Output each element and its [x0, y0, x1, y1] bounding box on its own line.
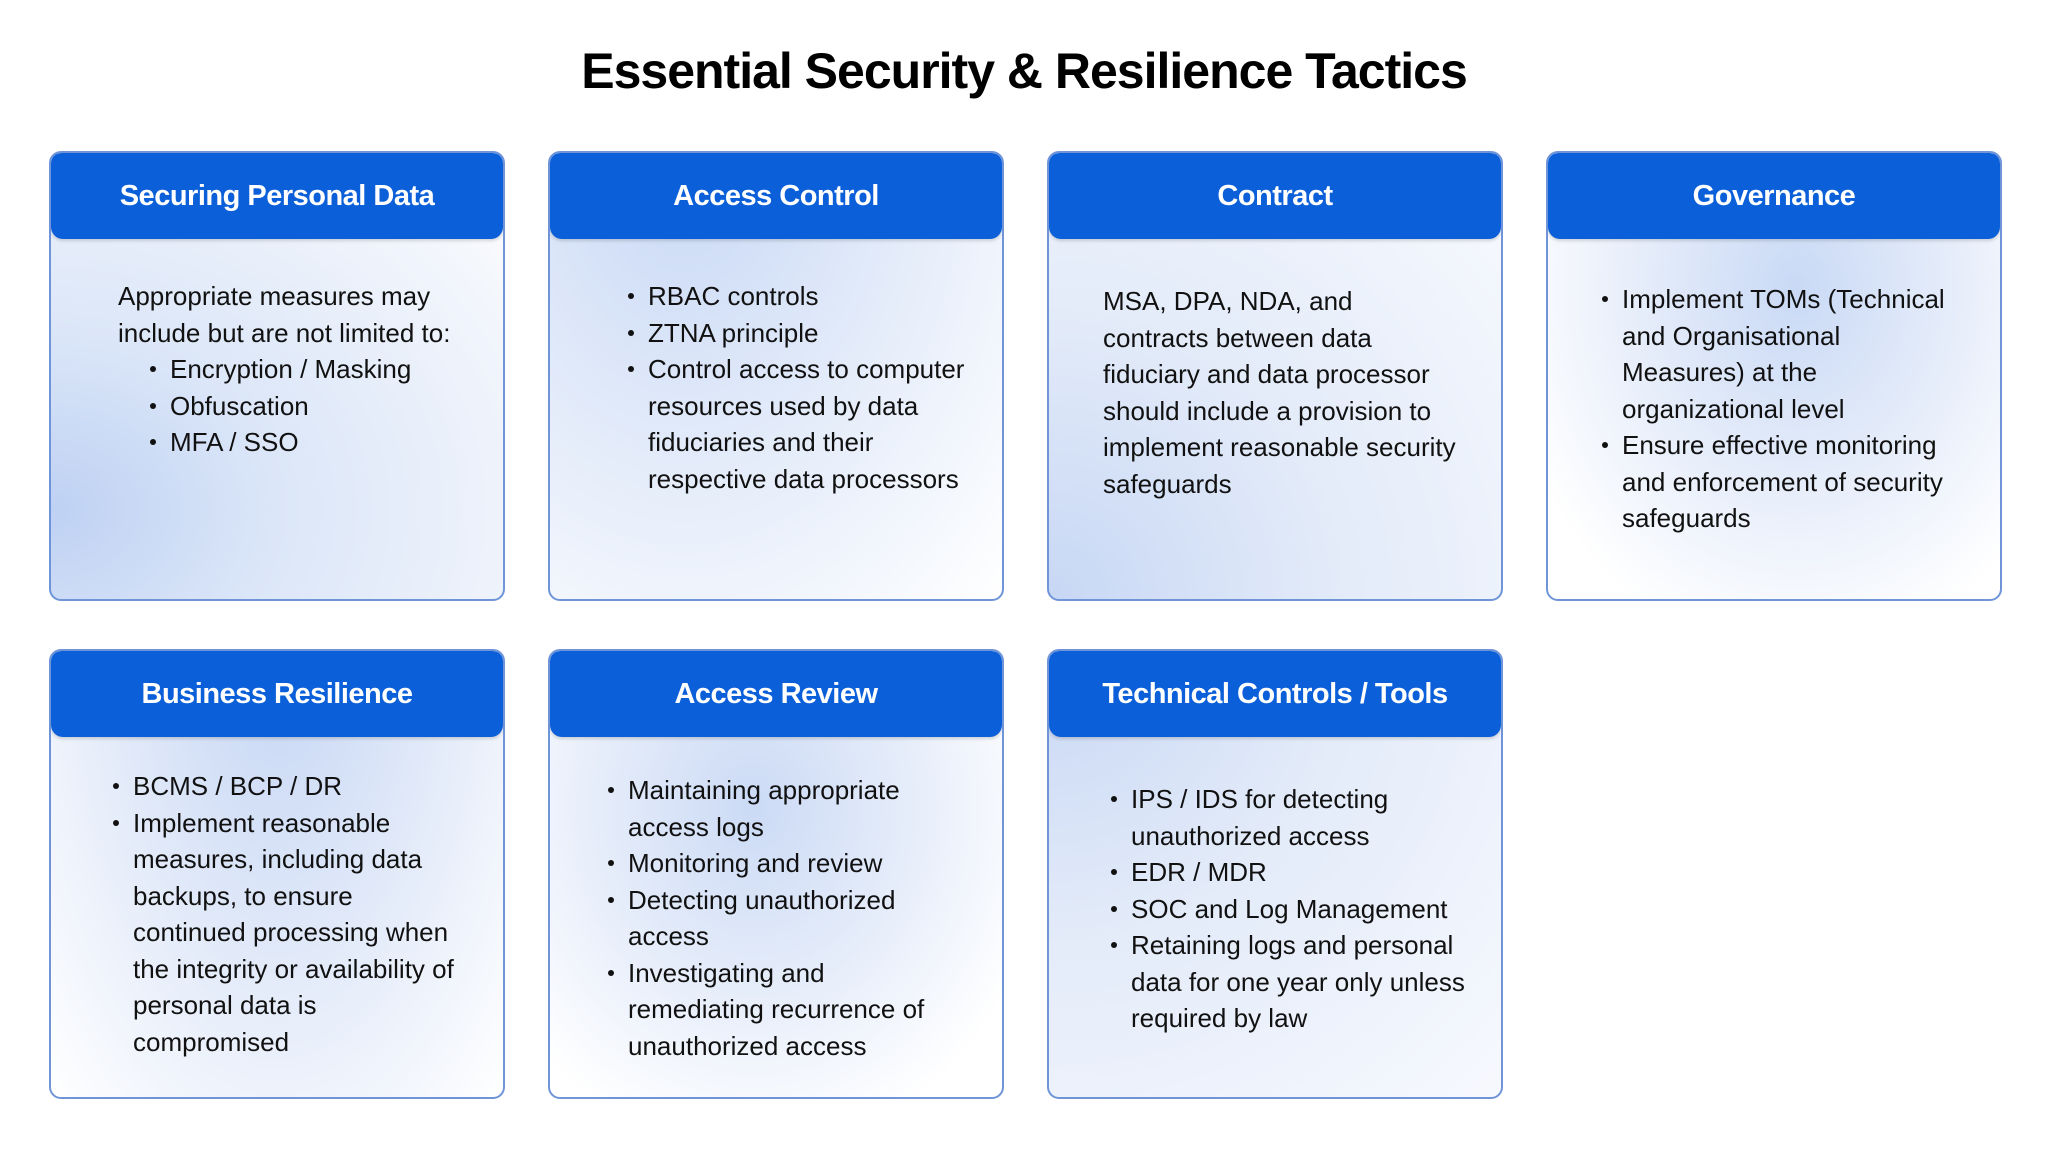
bullet-list: IPS / IDS for detecting unauthorized acc… — [1109, 781, 1469, 1037]
list-item: ZTNA principle — [628, 315, 966, 352]
card-body: Implement TOMs (Technical and Organisati… — [1600, 281, 1960, 537]
list-item: Retaining logs and personal data for one… — [1111, 927, 1469, 1037]
card-header: Access Review — [550, 651, 1002, 737]
card-access-review: Access Review Maintaining appropriate ac… — [548, 649, 1004, 1099]
bullet-list: Encryption / Masking Obfuscation MFA / S… — [118, 351, 458, 461]
card-header: Access Control — [550, 153, 1002, 239]
list-item: Detecting unauthorized access — [608, 882, 956, 955]
list-item: Obfuscation — [150, 388, 458, 425]
card-technical-controls: Technical Controls / Tools IPS / IDS for… — [1047, 649, 1503, 1099]
card-header: Contract — [1049, 153, 1501, 239]
list-item: Encryption / Masking — [150, 351, 458, 388]
card-intro: Appropriate measures may include but are… — [118, 281, 451, 348]
list-item: Implement reasonable measures, including… — [113, 805, 471, 1061]
card-governance: Governance Implement TOMs (Technical and… — [1546, 151, 2002, 601]
list-item: MFA / SSO — [150, 424, 458, 461]
card-body: MSA, DPA, NDA, and contracts between dat… — [1103, 283, 1463, 502]
list-item: Monitoring and review — [608, 845, 956, 882]
bullet-list: Implement TOMs (Technical and Organisati… — [1600, 281, 1960, 537]
bullet-list: RBAC controls ZTNA principle Control acc… — [626, 278, 966, 497]
list-item: RBAC controls — [628, 278, 966, 315]
card-header: Securing Personal Data — [51, 153, 503, 239]
list-item: Investigating and remediating recurrence… — [608, 955, 956, 1065]
page-title: Essential Security & Resilience Tactics — [581, 43, 1468, 99]
list-item: Ensure effective monitoring and enforcem… — [1602, 427, 1960, 537]
list-item: BCMS / BCP / DR — [113, 768, 471, 805]
card-body: Maintaining appropriate access logs Moni… — [606, 772, 956, 1064]
card-header: Business Resilience — [51, 651, 503, 737]
card-text: MSA, DPA, NDA, and contracts between dat… — [1103, 286, 1456, 499]
card-header: Governance — [1548, 153, 2000, 239]
card-body: IPS / IDS for detecting unauthorized acc… — [1109, 781, 1469, 1037]
list-item: IPS / IDS for detecting unauthorized acc… — [1111, 781, 1469, 854]
card-body: Appropriate measures may include but are… — [118, 278, 458, 461]
list-item: Implement TOMs (Technical and Organisati… — [1602, 281, 1960, 427]
list-item: Maintaining appropriate access logs — [608, 772, 956, 845]
bullet-list: BCMS / BCP / DR Implement reasonable mea… — [111, 768, 471, 1060]
card-securing-personal-data: Securing Personal Data Appropriate measu… — [49, 151, 505, 601]
card-contract: Contract MSA, DPA, NDA, and contracts be… — [1047, 151, 1503, 601]
list-item: EDR / MDR — [1111, 854, 1469, 891]
card-body: BCMS / BCP / DR Implement reasonable mea… — [111, 768, 471, 1060]
list-item: SOC and Log Management — [1111, 891, 1469, 928]
card-body: RBAC controls ZTNA principle Control acc… — [626, 278, 966, 497]
card-header: Technical Controls / Tools — [1049, 651, 1501, 737]
card-access-control: Access Control RBAC controls ZTNA princi… — [548, 151, 1004, 601]
list-item: Control access to computer resources use… — [628, 351, 966, 497]
bullet-list: Maintaining appropriate access logs Moni… — [606, 772, 956, 1064]
card-business-resilience: Business Resilience BCMS / BCP / DR Impl… — [49, 649, 505, 1099]
